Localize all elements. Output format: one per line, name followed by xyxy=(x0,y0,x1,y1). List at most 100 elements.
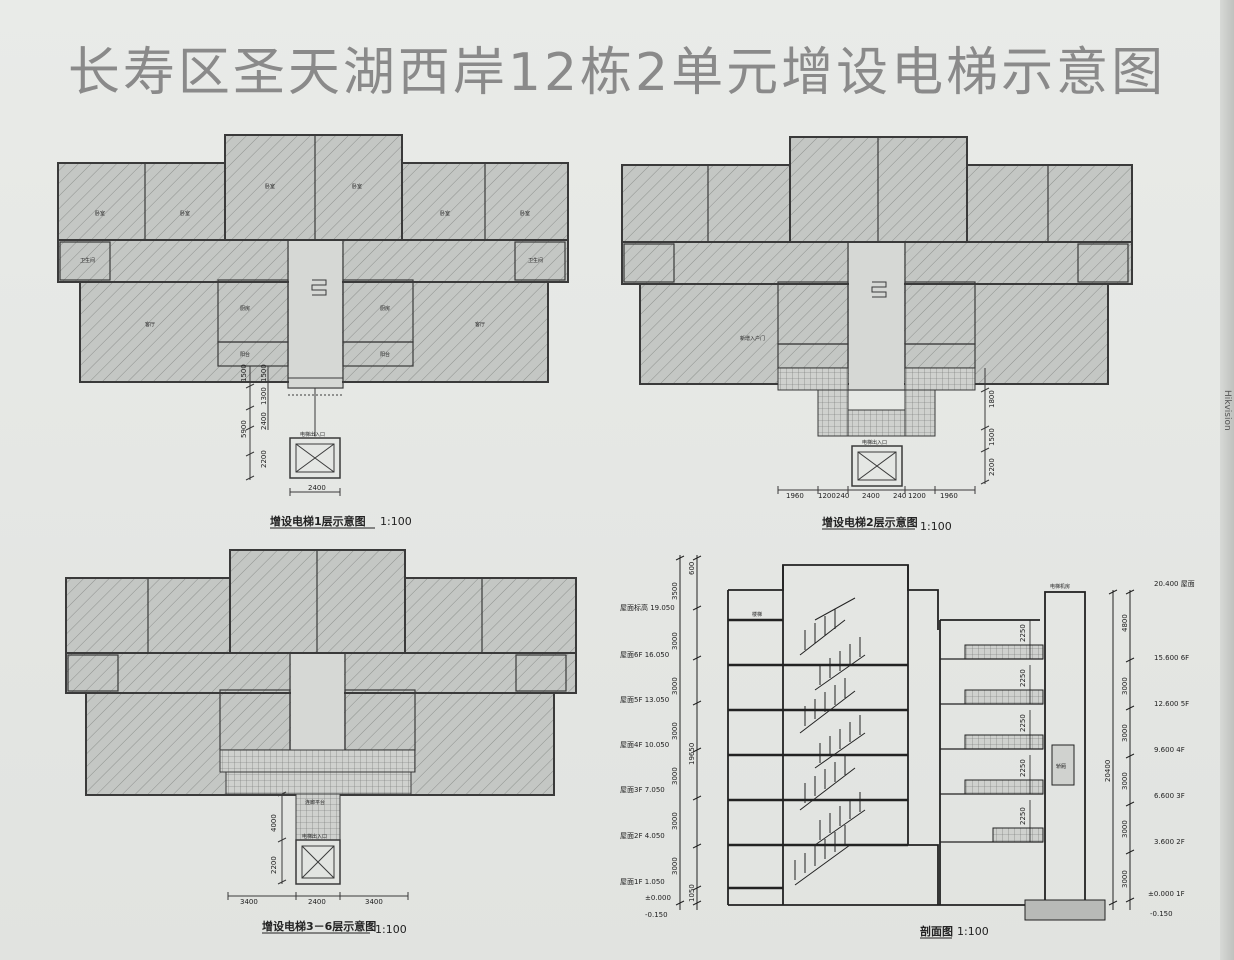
p1-dim-v-5: 2200 xyxy=(260,450,268,468)
sec-left-dim-3: 3000 xyxy=(671,722,679,740)
plan-2f: 1960 1200 240 2400 240 1200 1960 1800 15… xyxy=(621,136,1133,533)
p1-dim-v-1: 1500 xyxy=(260,364,268,382)
sec-right-total: 20400 xyxy=(1104,760,1112,782)
sec-right-dim-1: 3000 xyxy=(1121,677,1129,695)
sec-left-level-6: 屋面1F 1.050 xyxy=(620,878,665,886)
p2-scale: 1:100 xyxy=(920,520,952,533)
p1-room-2: 卧室 xyxy=(265,183,275,190)
p1-room-12: 阳台 xyxy=(240,351,250,358)
p1-room-1: 卧室 xyxy=(180,210,190,217)
p1-room-3: 卧室 xyxy=(352,183,362,190)
p2-dim-v-1: 1500 xyxy=(988,428,996,446)
p2-dim-v-0: 1800 xyxy=(988,390,996,408)
sec-left-dim-2: 3000 xyxy=(671,677,679,695)
p2-dim-h-2: 240 xyxy=(836,492,849,500)
p2-dim-h-4: 240 xyxy=(893,492,906,500)
p3-dim-v-0: 4000 xyxy=(270,814,278,832)
sec-left-dim-7: 1050 xyxy=(688,884,696,902)
sec-right-level-3: 9.600 4F xyxy=(1154,746,1185,754)
sec-left-dim-4: 3000 xyxy=(671,767,679,785)
sec-right-dim-5: 3000 xyxy=(1121,870,1129,888)
sec-right-level-7: -0.150 xyxy=(1150,910,1173,918)
p1-room-7: 卫生间 xyxy=(528,257,543,264)
p3-lobby-label: 连廊平台 xyxy=(305,799,325,806)
sec-left-dim-6: 3000 xyxy=(671,857,679,875)
p1-dim-v-2: 1300 xyxy=(260,387,268,405)
p1-dim-v-4: 2400 xyxy=(260,412,268,430)
p2-dim-h-3: 2400 xyxy=(862,492,880,500)
p2-dim-h-0: 1960 xyxy=(786,492,804,500)
p1-dim-h-0: 2400 xyxy=(308,484,326,492)
sec-left-level-2: 屋面5F 13.050 xyxy=(620,696,669,704)
p1-room-10: 厨房 xyxy=(240,305,250,312)
sec-left-dim-8: 600 xyxy=(688,562,696,575)
sec-right-level-0: 20.400 屋面 xyxy=(1154,580,1195,588)
sec-caption: 剖面图 xyxy=(920,924,953,938)
p2-dim-h-6: 1960 xyxy=(940,492,958,500)
p1-room-5: 卧室 xyxy=(520,210,530,217)
sec-left-level-1: 屋面6F 16.050 xyxy=(620,651,669,659)
sec-right-level-4: 6.600 3F xyxy=(1154,792,1185,800)
p3-caption: 增设电梯3－6层示意图 xyxy=(262,919,376,933)
sec-car-label: 轿厢 xyxy=(1056,763,1066,770)
p1-room-11: 厨房 xyxy=(380,305,390,312)
sec-total-dim: 19650 xyxy=(688,743,696,765)
p3-dim-v-1: 2200 xyxy=(270,856,278,874)
p2-entry-label: 电梯出入口 xyxy=(862,439,887,446)
sec-right-dim-3: 3000 xyxy=(1121,772,1129,790)
p2-dim-h-5: 1200 xyxy=(908,492,926,500)
edge-watermark-text: Hikvision xyxy=(1222,390,1232,431)
p3-entry-label: 电梯出入口 xyxy=(302,833,327,840)
sec-right-level-5: 3.600 2F xyxy=(1154,838,1185,846)
p1-room-4: 卧室 xyxy=(440,210,450,217)
sec-left-level-0: 屋面标高 19.050 xyxy=(620,603,675,612)
drawing-title: 长寿区圣天湖西岸12栋2单元增设电梯示意图 xyxy=(67,43,1167,103)
plan-3-6f: 3400 2400 3400 4000 2200 电梯出入口 连廊平台 增设电梯… xyxy=(65,549,577,936)
sec-left-level-4: 屋面3F 7.050 xyxy=(620,786,665,794)
sec-scale: 1:100 xyxy=(957,925,989,938)
p1-room-0: 卧室 xyxy=(95,210,105,217)
p1-room-6: 卫生间 xyxy=(80,257,95,264)
sec-plat-dim-2: 2250 xyxy=(1019,714,1027,732)
sec-right-level-1: 15.600 6F xyxy=(1154,654,1189,662)
sec-left-level-7: ±0.000 xyxy=(645,894,671,902)
sec-plat-dim-4: 2250 xyxy=(1019,807,1027,825)
p1-caption: 增设电梯1层示意图 xyxy=(270,514,366,528)
section-view: 3500 3000 3000 3000 3000 3000 3000 1050 … xyxy=(620,555,1195,939)
p1-room-13: 阳台 xyxy=(380,351,390,358)
p1-scale: 1:100 xyxy=(380,515,412,528)
sec-right-level-6: ±0.000 1F xyxy=(1148,890,1185,898)
sec-right-dim-4: 3000 xyxy=(1121,820,1129,838)
sec-left-level-8: -0.150 xyxy=(645,911,668,919)
p1-room-9: 客厅 xyxy=(475,321,485,328)
p1-dim-v-0: 1500 xyxy=(240,364,248,382)
sec-left-dim-0: 3500 xyxy=(671,582,679,600)
sec-left-level-3: 屋面4F 10.050 xyxy=(620,741,669,749)
p3-dim-h-0: 3400 xyxy=(240,898,258,906)
p2-dim-v-2: 2200 xyxy=(988,458,996,476)
p1-entry-label: 电梯出入口 xyxy=(300,431,325,438)
sec-top-label: 电梯机房 xyxy=(1050,583,1070,590)
sec-stair-label: 楼梯 xyxy=(752,611,762,618)
sec-plat-dim-3: 2250 xyxy=(1019,759,1027,777)
p2-caption: 增设电梯2层示意图 xyxy=(822,515,918,529)
sec-plat-dim-1: 2250 xyxy=(1019,669,1027,687)
sec-right-dim-0: 4800 xyxy=(1121,614,1129,632)
p1-room-8: 客厅 xyxy=(145,321,155,328)
sec-right-level-2: 12.600 5F xyxy=(1154,700,1189,708)
sec-left-dim-5: 3000 xyxy=(671,812,679,830)
sec-left-level-5: 屋面2F 4.050 xyxy=(620,832,665,840)
p2-dim-h-1: 1200 xyxy=(818,492,836,500)
sec-right-dim-2: 3000 xyxy=(1121,724,1129,742)
p3-scale: 1:100 xyxy=(375,923,407,936)
p2-lobby-label: 新增入户门 xyxy=(740,335,765,342)
plan-1f: 1500 1500 1300 5900 2400 2200 2400 电梯出入口… xyxy=(57,134,569,529)
sec-left-dim-1: 3000 xyxy=(671,632,679,650)
page-edge xyxy=(1220,0,1234,960)
p1-dim-v-3: 5900 xyxy=(240,420,248,438)
p3-dim-h-1: 2400 xyxy=(308,898,326,906)
sec-plat-dim-0: 2250 xyxy=(1019,624,1027,642)
p3-dim-h-2: 3400 xyxy=(365,898,383,906)
